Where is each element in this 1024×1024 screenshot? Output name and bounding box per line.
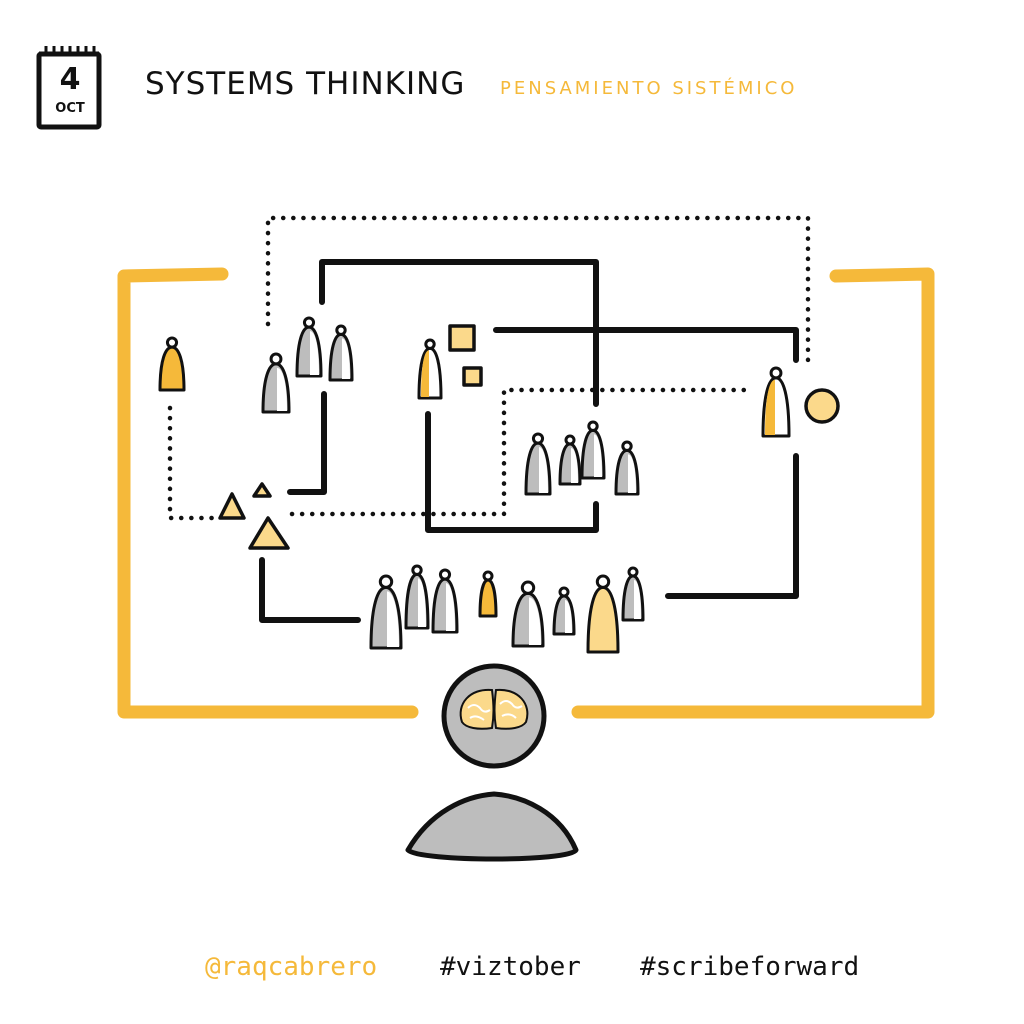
person-figure-head <box>271 354 281 364</box>
person-figure-head <box>522 582 533 593</box>
author-handle: @raqcabrero <box>205 952 377 982</box>
person-figure-head <box>597 576 608 587</box>
circle-icon <box>806 390 838 422</box>
person-figure-head <box>426 340 434 348</box>
solid-connectors <box>262 262 796 620</box>
person-figure-head <box>533 434 542 443</box>
triangle-icon <box>220 494 244 518</box>
person-figure-head <box>440 570 449 579</box>
person-figure <box>588 587 618 652</box>
triangle-icon <box>254 484 270 496</box>
hashtag-scribeforward: #scribeforward <box>640 952 859 982</box>
square-icon <box>450 326 474 350</box>
person-figure-head <box>560 588 568 596</box>
person-figure-head <box>566 436 574 444</box>
person-figure <box>160 347 184 390</box>
triangle-icon <box>250 518 288 548</box>
person-figure-head <box>771 368 781 378</box>
person-figure-head <box>167 338 176 347</box>
person-figure-head <box>629 568 637 576</box>
person-figure-head <box>623 442 631 450</box>
person-figure-head <box>304 318 313 327</box>
person-figure-head <box>413 566 421 574</box>
hashtag-viztober: #viztober <box>440 952 581 982</box>
person-figure-head <box>484 572 492 580</box>
person-figure-head <box>337 326 345 334</box>
person-figure-head <box>380 576 391 587</box>
person-figure-head <box>589 422 597 430</box>
square-icon <box>464 368 481 385</box>
person-figure <box>480 580 496 616</box>
